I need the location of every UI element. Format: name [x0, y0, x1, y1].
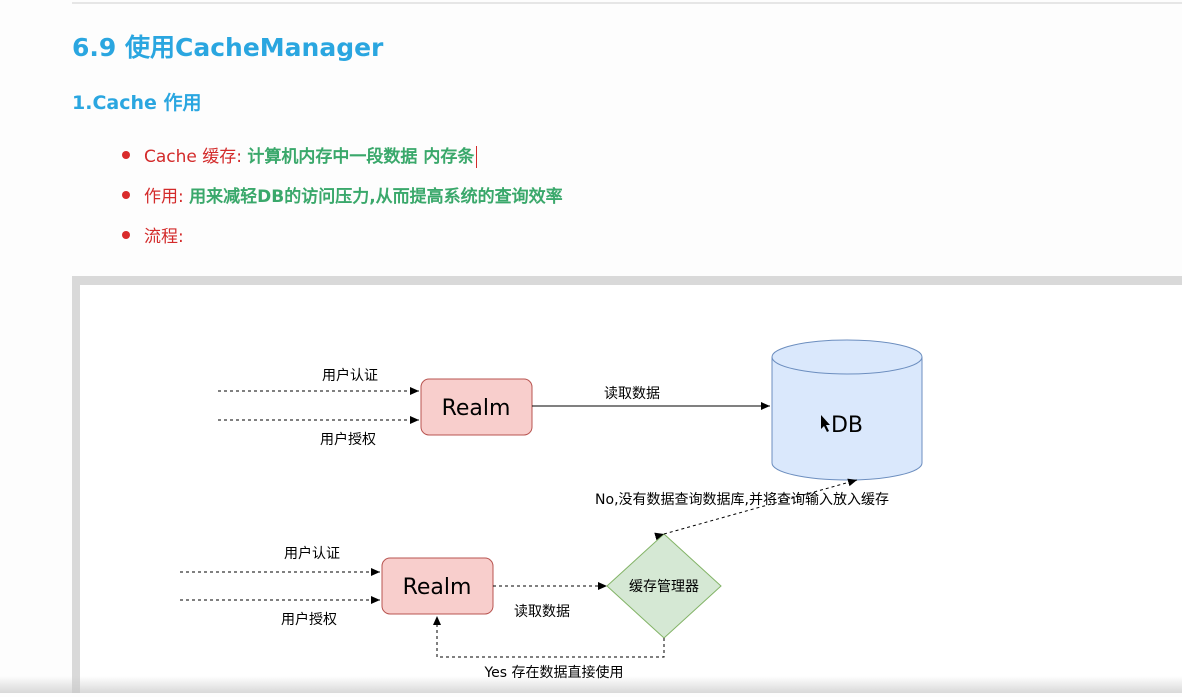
bullet-label: Cache 缓存:	[144, 147, 248, 167]
realm-box-top	[420, 378, 533, 436]
auth-label-top: 用户认证	[322, 367, 378, 384]
realm-label-top: Realm	[442, 396, 511, 421]
realm-label-bottom: Realm	[403, 575, 472, 600]
bullet-text: 用来减轻DB的访问压力,从而提高系统的查询效率	[189, 187, 563, 207]
flow-diagram: 用户认证 用户授权 Realm 读取数据 DB 用户认证 用户授权 Realm …	[180, 339, 923, 681]
top-divider	[72, 2, 1182, 4]
auth-label-bottom: 用户认证	[284, 545, 340, 562]
bullet-label: 作用:	[144, 187, 190, 207]
section-heading: 6.9 使用CacheManager	[72, 33, 384, 62]
yes-return-arrow	[433, 616, 665, 658]
bullet-label: 流程:	[144, 227, 184, 247]
bottom-edge-shadow	[0, 676, 1182, 693]
bullet-text: 计算机内存中一段数据 内存条	[247, 147, 475, 167]
subsection-heading: 1.Cache 作用	[72, 92, 202, 114]
bullet-item-cache: Cache 缓存: 计算机内存中一段数据 内存条	[122, 141, 563, 181]
bullet-item-flow: 流程:	[122, 221, 563, 261]
no-branch-label: No,没有数据查询数据库,并将查询输入放入缓存	[595, 492, 889, 508]
bullet-list: Cache 缓存: 计算机内存中一段数据 内存条 作用: 用来减轻DB的访问压力…	[122, 141, 563, 261]
mouse-cursor-icon	[821, 415, 830, 432]
bullet-item-purpose: 作用: 用来减轻DB的访问压力,从而提高系统的查询效率	[122, 181, 563, 221]
read-label-top: 读取数据	[604, 385, 660, 402]
db-label: DB	[831, 413, 863, 438]
database-cylinder	[771, 339, 923, 481]
read-label-bottom: 读取数据	[514, 603, 570, 620]
authz-label-bottom: 用户授权	[281, 611, 337, 628]
text-cursor	[476, 146, 478, 168]
cache-manager-label: 缓存管理器	[629, 579, 699, 595]
diagram-canvas: 用户认证 用户授权 Realm 读取数据 DB 用户认证 用户授权 Realm …	[80, 285, 1182, 693]
authz-label-top: 用户授权	[320, 431, 376, 448]
bullet-dot-icon	[122, 231, 130, 239]
bullet-dot-icon	[122, 191, 130, 199]
bullet-dot-icon	[122, 151, 130, 159]
